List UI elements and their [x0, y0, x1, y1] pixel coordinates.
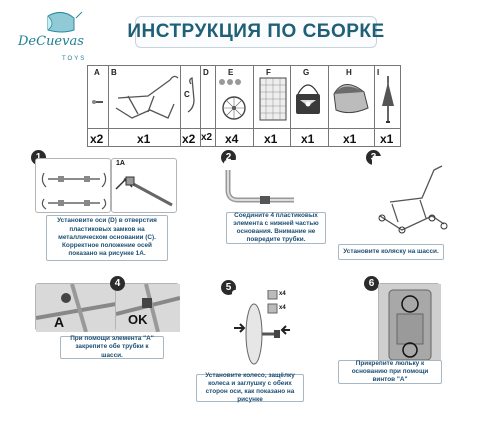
bag-icon: [296, 84, 320, 114]
step-6-panel: [378, 283, 441, 366]
clamp-wrong-icon: [35, 283, 117, 333]
step-4-number: 4: [110, 276, 125, 291]
part-letter-i: I: [377, 68, 380, 77]
step-4-tag-a: A: [54, 314, 65, 330]
part-letter-d: D: [203, 68, 209, 77]
logo-brand-text: DeCuevas: [18, 34, 84, 49]
step-3-panel: [372, 156, 452, 236]
parts-illustrations: [92, 75, 394, 123]
pram-logo-icon: [47, 11, 83, 33]
step-5-qty-b: x4: [279, 305, 286, 311]
step-1-caption: Установите оси (D) в отверстия пластиков…: [46, 215, 168, 261]
step-3-caption: Установите коляску на шасси.: [338, 244, 444, 260]
frame-icon: [115, 75, 179, 119]
part-letter-a: A: [94, 68, 100, 77]
step-4a-panel: A: [35, 283, 117, 333]
frame-on-chassis-icon: [378, 165, 448, 234]
logo-sub-text: TOYS: [62, 56, 87, 62]
axle-detail-icon: [115, 176, 173, 207]
clamp-ok-icon: [115, 283, 181, 333]
mesh-bottom-icon: [259, 77, 287, 121]
part-letter-e: E: [228, 68, 234, 77]
brand-logo: DeCuevas TOYS: [18, 8, 108, 68]
step-4-caption: При помощи элемента "А" закрепите обе тр…: [60, 335, 164, 359]
step-1a-tag: 1A: [116, 160, 125, 167]
part-qty-a: x2: [90, 132, 104, 146]
part-qty-i: x1: [380, 132, 394, 146]
umbrella-icon: [382, 76, 394, 123]
step-1a-panel: 1A: [111, 158, 177, 213]
step-6-number: 6: [364, 276, 379, 291]
step-2-caption: Соедините 4 пластиковых элемента с нижне…: [226, 212, 326, 244]
part-letter-g: G: [303, 68, 310, 77]
carrycot-attach-icon: [379, 284, 441, 366]
part-qty-b: x1: [137, 132, 151, 146]
page-title: ИНСТРУКЦИЯ ПО СБОРКЕ: [127, 21, 385, 42]
part-letter-b: B: [111, 68, 117, 77]
plastic-element-icon: [225, 170, 294, 204]
step-2-panel: [224, 160, 306, 210]
step-6-caption: Прикрепите люльку к основанию при помощи…: [338, 360, 442, 384]
step-5-panel: x4 x4: [232, 289, 296, 372]
wheel-install-icon: [234, 289, 290, 365]
part-qty-e: x4: [225, 132, 239, 146]
step-1-panel: [35, 158, 111, 213]
step-4b-panel: OK: [115, 283, 181, 333]
part-letter-f: F: [266, 68, 271, 77]
part-letter-c: C: [184, 90, 190, 99]
part-qty-h: x1: [343, 132, 357, 146]
page-title-box: ИНСТРУКЦИЯ ПО СБОРКЕ: [127, 16, 384, 48]
part-qty-g: x1: [301, 132, 315, 146]
carrycot-icon: [333, 84, 369, 114]
part-qty-c: x2: [182, 132, 196, 146]
step-4-tag-ok: OK: [128, 312, 148, 327]
tube-icon: [187, 76, 195, 113]
parts-table: A B C D E F G H I: [87, 65, 401, 147]
axle-install-icon: [41, 172, 107, 210]
wheel-icon: [219, 79, 246, 120]
part-qty-d: x2: [201, 132, 213, 143]
part-qty-f: x1: [264, 132, 278, 146]
part-letter-h: H: [346, 68, 352, 77]
step-5-qty-a: x4: [279, 291, 286, 297]
step-5-caption: Установите колесо, защёлку колеса и загл…: [196, 372, 304, 403]
axle-pin-icon: [92, 100, 103, 104]
